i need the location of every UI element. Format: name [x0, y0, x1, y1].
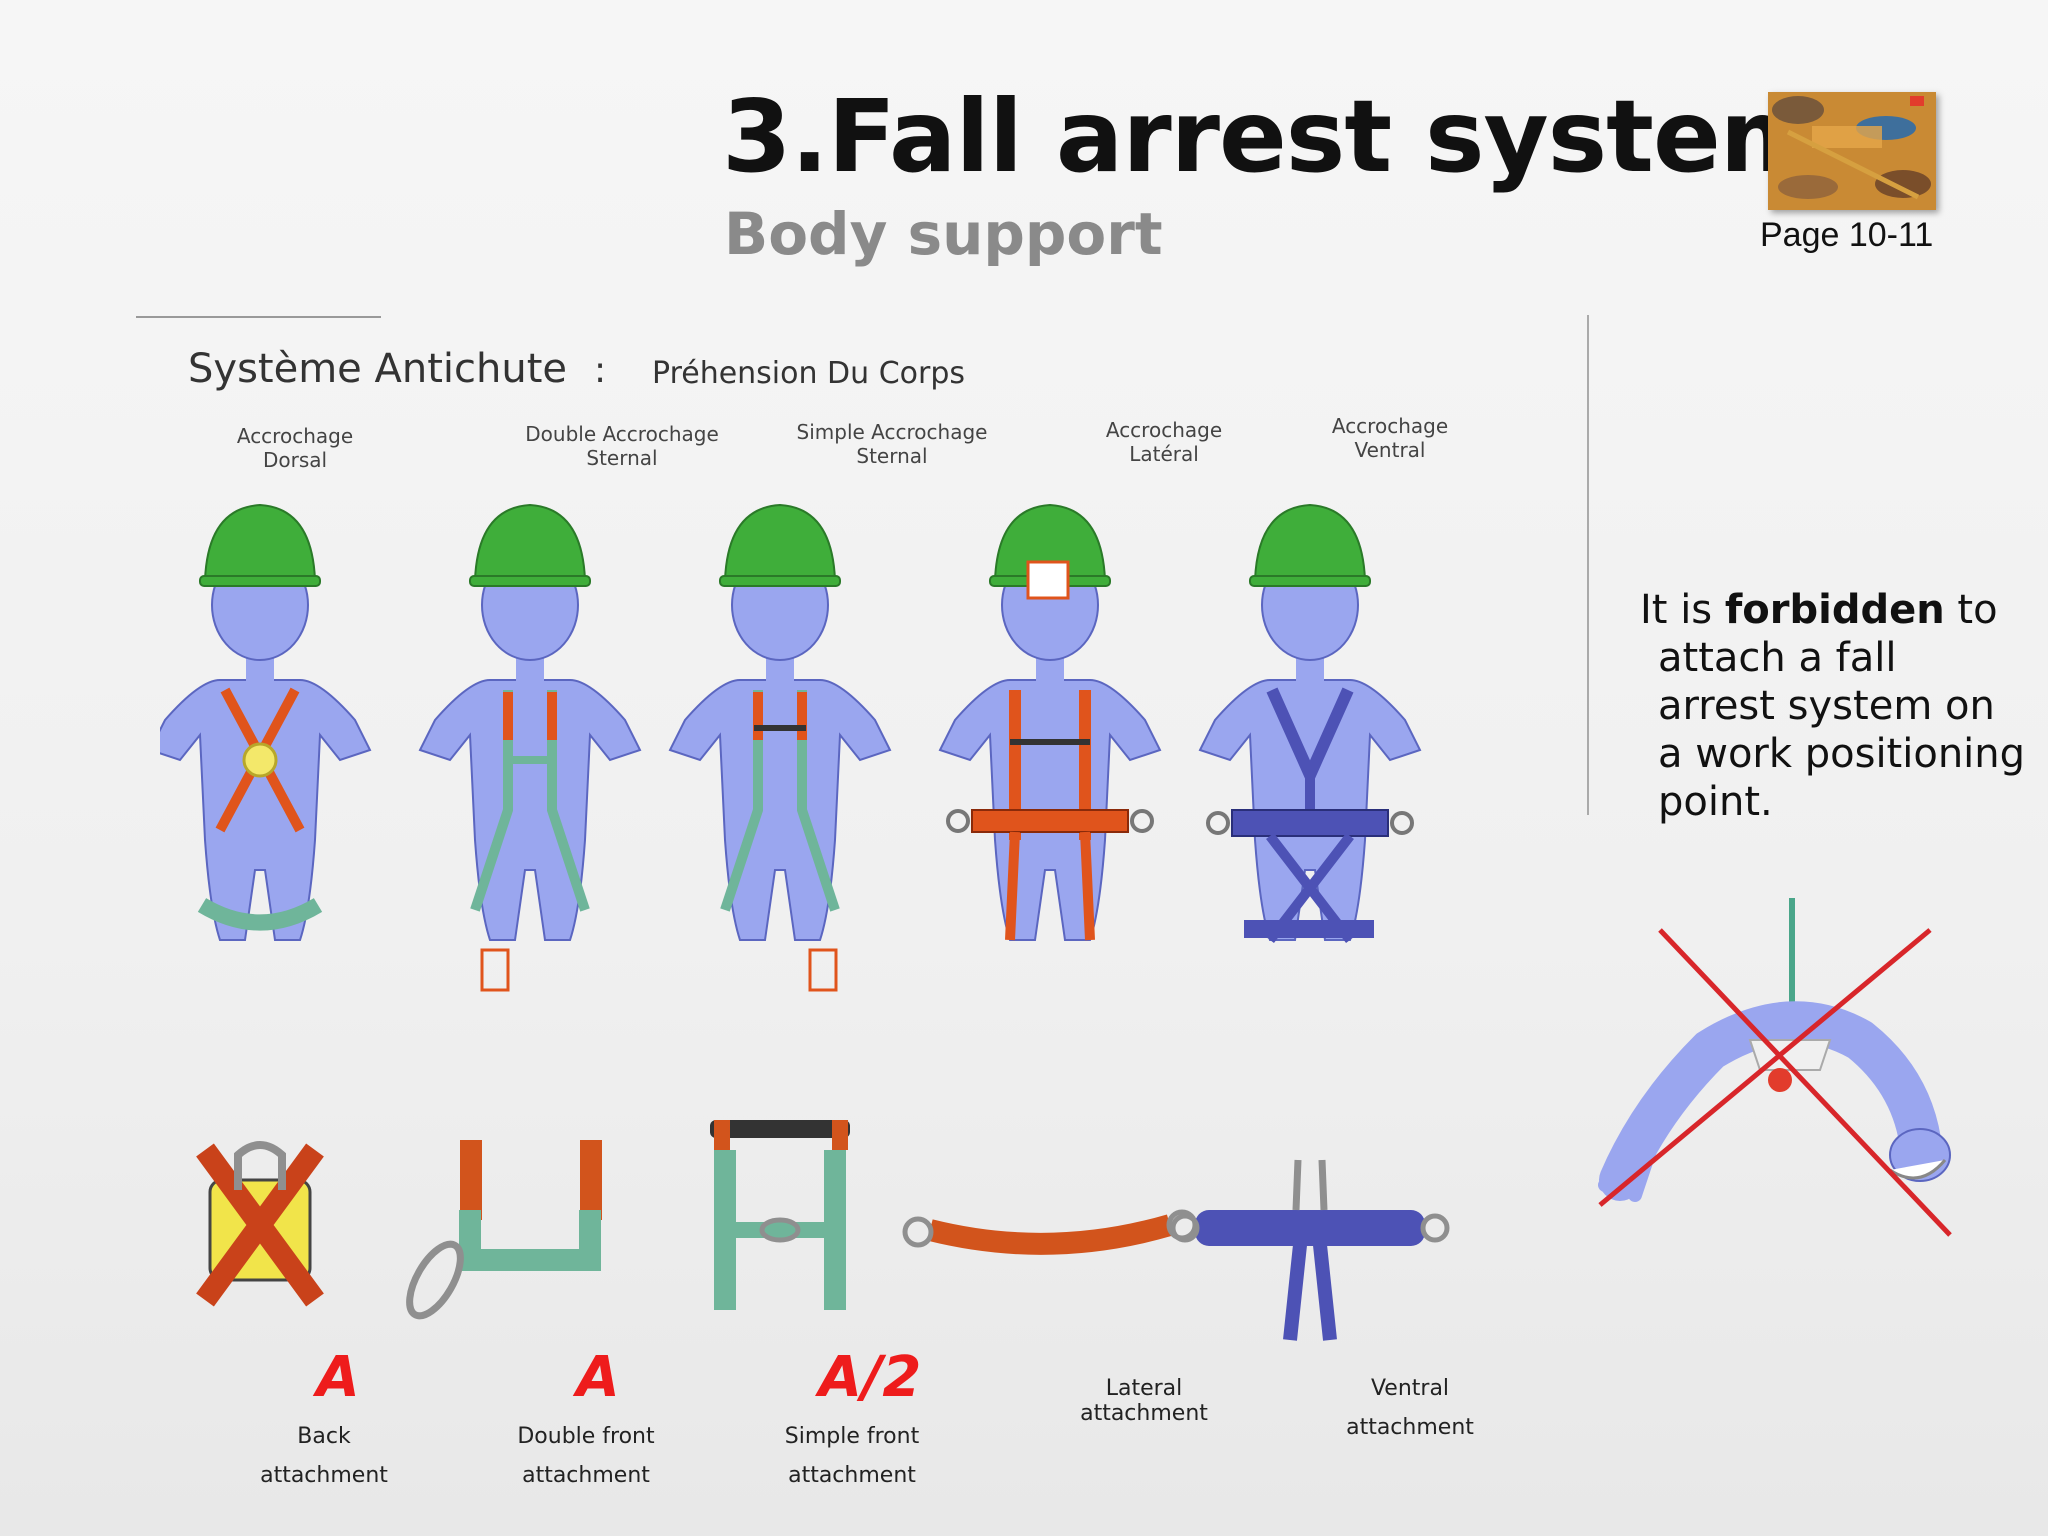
- column-head-line: Accrochage: [1331, 414, 1449, 438]
- caption-line: attachment: [522, 1463, 650, 1488]
- caption-double-front: Double front attachment: [456, 1424, 716, 1488]
- detail-simple-front-attachment: [710, 1120, 850, 1310]
- page-reference: Page 10-11: [1760, 216, 1934, 254]
- harness-illustrations: [160, 504, 1450, 1341]
- cross-line-1: [1658, 928, 1952, 1237]
- figure-heading-separator: :: [594, 350, 607, 391]
- column-head-line: Accrochage: [236, 424, 354, 448]
- figure-heading: Système Antichute: [188, 346, 567, 392]
- column-head-line: Double Accrochage: [525, 422, 719, 446]
- detail-back-attachment: [196, 1141, 324, 1307]
- caption-simple-front: Simple front attachment: [722, 1424, 982, 1488]
- detail-double-front-attachment: [406, 1140, 602, 1320]
- warning-text: to: [1944, 587, 1998, 633]
- caption-line: Simple front: [784, 1424, 920, 1449]
- sheet-edge-top: [136, 316, 381, 318]
- cross-line-2: [1598, 928, 1932, 1207]
- sheet-edge-right: [1587, 315, 1589, 815]
- caption-line: attachment: [1080, 1401, 1208, 1426]
- forbidden-illustration: [1598, 898, 1952, 1237]
- class-letter-double-front: A: [576, 1345, 620, 1410]
- column-head-line: Sternal: [586, 446, 658, 470]
- warning-line: It is forbidden to: [1640, 586, 2010, 634]
- caption-lateral: Lateral attachment: [1014, 1376, 1274, 1426]
- figure-back-attachment: [160, 504, 371, 941]
- slide-title: 3.Fall arrest system: [722, 78, 1824, 195]
- column-head-line: Ventral: [1354, 438, 1426, 462]
- column-head-dorsal: Accrochage Dorsal: [175, 424, 415, 472]
- class-letter-back: A: [316, 1345, 360, 1410]
- figure-double-front-attachment: [419, 504, 641, 992]
- figure-simple-front-attachment: [669, 504, 891, 992]
- column-head-lateral: Accrochage Latéral: [1044, 418, 1284, 466]
- warning-line: point.: [1658, 779, 1773, 825]
- caption-ventral: Ventral attachment: [1280, 1376, 1540, 1440]
- warning-line: attach a fall: [1658, 635, 1897, 681]
- column-head-line: Simple Accrochage: [796, 420, 988, 444]
- caption-line: attachment: [260, 1463, 388, 1488]
- column-head-ventral: Accrochage Ventral: [1270, 414, 1510, 462]
- column-head-simple-sternal: Simple Accrochage Sternal: [772, 420, 1012, 468]
- caption-line: Back: [297, 1424, 351, 1449]
- figure-lateral-attachment: [939, 504, 1161, 941]
- figure-ventral-attachment: [1199, 504, 1421, 944]
- caption-line: attachment: [1346, 1415, 1474, 1440]
- caption-back: Back attachment: [194, 1424, 454, 1488]
- detail-ventral-attachment: [1170, 1159, 1450, 1341]
- warning-text: It is: [1640, 587, 1725, 633]
- warning-line: arrest system on: [1658, 683, 1995, 729]
- class-letter-simple-front: A/2: [818, 1345, 922, 1410]
- column-head-double-sternal: Double Accrochage Sternal: [502, 422, 742, 470]
- warning-emphasis: forbidden: [1724, 587, 1945, 633]
- figure-subheading: Préhension Du Corps: [652, 356, 966, 391]
- caption-line: Double front: [517, 1424, 655, 1449]
- column-head-line: Latéral: [1129, 442, 1199, 466]
- caption-line: attachment: [788, 1463, 916, 1488]
- manual-cover-thumbnail: [1768, 92, 1936, 210]
- forbidden-warning: It is forbidden to attach a fall arrest …: [1640, 586, 2026, 826]
- detail-lateral-attachment: [902, 1209, 1198, 1255]
- column-head-line: Accrochage: [1105, 418, 1223, 442]
- caption-line: Ventral: [1370, 1376, 1450, 1401]
- column-head-line: Dorsal: [262, 448, 328, 472]
- column-head-line: Sternal: [856, 444, 928, 468]
- slide-subtitle: Body support: [724, 200, 1163, 268]
- caption-line: Lateral: [1105, 1376, 1183, 1401]
- warning-line: a work positioning: [1658, 731, 2026, 777]
